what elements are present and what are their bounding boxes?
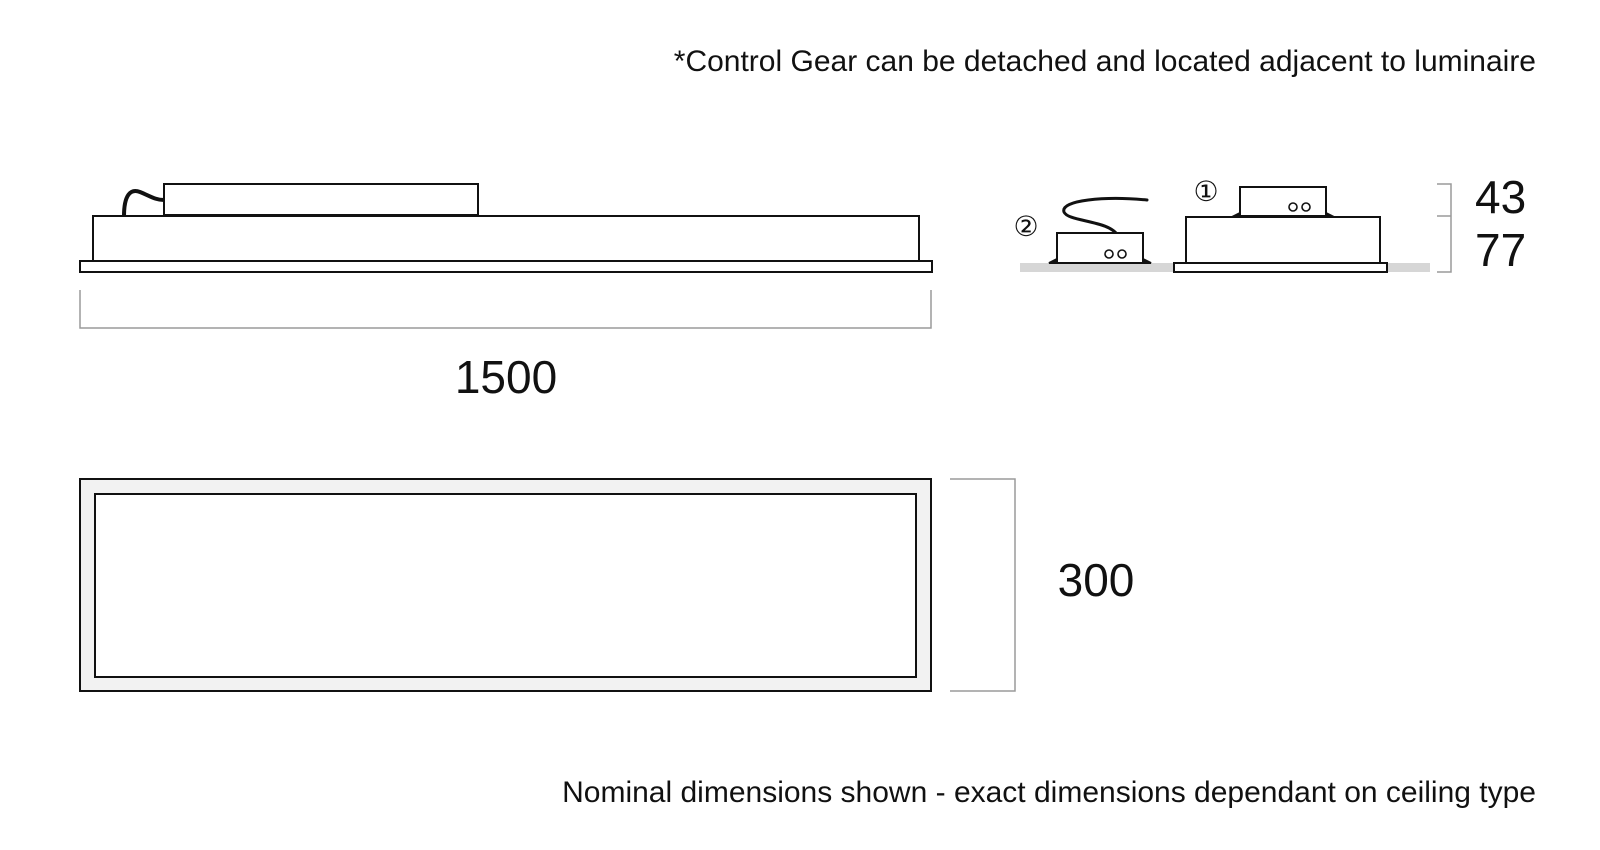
end-luminaire-body: [1185, 216, 1381, 264]
gear-height-label: 43: [1475, 171, 1526, 223]
end-elevation-view: ② ① 43 77: [1013, 171, 1526, 276]
luminaire-body: [92, 215, 920, 262]
attached-gear-dot: [1288, 202, 1298, 212]
width-dimension-line: [950, 478, 1016, 692]
detached-gear-cable: [1062, 197, 1149, 238]
end-luminaire-flange: [1173, 262, 1388, 273]
attached-gear-dot: [1301, 202, 1311, 212]
detached-gear-dot: [1117, 249, 1127, 259]
detached-gear-foot: [1048, 257, 1058, 264]
ceiling-strip-left: [1020, 263, 1174, 272]
luminaire-flange: [79, 260, 933, 273]
attached-gear-callout: ①: [1193, 175, 1218, 208]
detached-gear-callout: ②: [1013, 210, 1038, 243]
control-gear-box: [163, 183, 479, 216]
plan-frame-inner: [94, 493, 917, 678]
nominal-dimensions-note: Nominal dimensions shown - exact dimensi…: [562, 776, 1536, 809]
plan-view: 300: [79, 478, 1135, 692]
height-dimension-line: [1437, 183, 1452, 273]
length-dimension-label: 1500: [455, 351, 557, 403]
side-elevation-view: 1500: [79, 183, 933, 403]
detached-gear-box: [1056, 232, 1144, 264]
body-height-label: 77: [1475, 224, 1526, 276]
detached-gear-dot: [1104, 249, 1114, 259]
control-gear-note: *Control Gear can be detached and locate…: [674, 45, 1536, 78]
detached-gear-foot: [1142, 257, 1152, 264]
ceiling-strip-right: [1387, 263, 1430, 272]
attached-gear-box: [1239, 186, 1327, 217]
gear-cable: [122, 189, 166, 218]
width-dimension-label: 300: [1058, 554, 1135, 606]
length-dimension-line: [79, 290, 932, 329]
